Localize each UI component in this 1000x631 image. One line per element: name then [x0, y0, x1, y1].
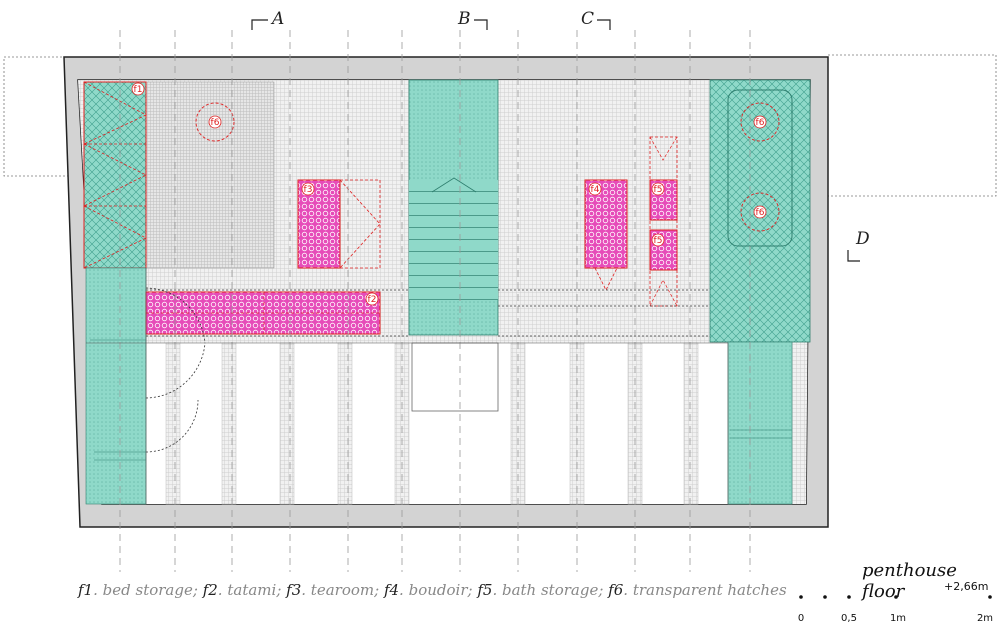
- bath-storage-boxes: [649, 136, 678, 307]
- svg-text:f5: f5: [654, 236, 663, 246]
- svg-text:f3: f3: [304, 185, 313, 195]
- scale-label-05: 0,5: [841, 613, 857, 624]
- boudoir: [584, 179, 628, 291]
- legend-item: f5. bath storage;: [477, 581, 609, 599]
- bathtub: [727, 89, 793, 247]
- tatami-bench-lines: [146, 292, 380, 334]
- tag-f5-upper: f5: [651, 182, 665, 196]
- bed-storage: [83, 81, 147, 269]
- svg-text:f2: f2: [368, 295, 377, 305]
- door-swings: [145, 287, 206, 453]
- stair-steps: [409, 180, 498, 300]
- tag-f2: f2: [365, 292, 379, 306]
- plan-dotted-lines: [146, 289, 710, 337]
- section-marker-b: B: [457, 9, 488, 30]
- section-label-a: A: [270, 9, 284, 29]
- grid-lines: [119, 30, 751, 572]
- scale-label-2m: 2m: [977, 613, 993, 624]
- legend-item: f2. tatami;: [202, 581, 287, 599]
- svg-text:f1: f1: [134, 85, 143, 95]
- transparent-hatches: [195, 102, 780, 232]
- tatami-area: [145, 81, 275, 269]
- bath-storage-divisions: [730, 429, 792, 439]
- svg-text:f6: f6: [211, 118, 220, 128]
- tag-f4: f4: [588, 182, 602, 196]
- legend-item: f3. tearoom;: [286, 581, 384, 599]
- svg-text:f5: f5: [654, 185, 663, 195]
- section-label-c: C: [581, 9, 594, 29]
- tearoom: [297, 179, 381, 269]
- svg-text:f4: f4: [591, 185, 600, 195]
- tag-f6-tatami: f6: [208, 115, 222, 129]
- legend-item: f1. bed storage;: [78, 581, 203, 599]
- svg-text:f6: f6: [756, 208, 765, 218]
- scale-label-0: 0: [798, 613, 804, 624]
- interior-lines: [86, 268, 729, 504]
- legend-item: f4. boudoir;: [383, 581, 478, 599]
- tag-f3: f3: [301, 182, 315, 196]
- tag-f6-bath-lower: f6: [753, 205, 767, 219]
- section-marker-d: D: [847, 229, 870, 262]
- tag-f5-lower: f5: [651, 233, 665, 247]
- tag-f6-bath-upper: f6: [753, 115, 767, 129]
- floor-level: +2,66m: [944, 580, 989, 593]
- section-marker-a: A: [251, 9, 284, 30]
- bath-storage-lower: [727, 341, 793, 505]
- legend: f1. bed storage; f2. tatami; f3. tearoom…: [78, 581, 787, 599]
- scale-bar: 0 0,5 1m 2m: [798, 595, 993, 624]
- left-storage-column: [85, 267, 147, 505]
- section-label-b: B: [457, 9, 471, 29]
- floor-title: penthouse floor: [862, 560, 957, 602]
- section-label-d: D: [855, 229, 870, 249]
- stair-arrow: [431, 177, 477, 193]
- tag-f1: f1: [131, 82, 145, 96]
- svg-text:f6: f6: [756, 118, 765, 128]
- legend-item: f6. transparent hatches: [608, 581, 787, 599]
- scale-label-1m: 1m: [890, 613, 906, 624]
- section-marker-c: C: [581, 9, 611, 30]
- outside-outline: [3, 54, 997, 197]
